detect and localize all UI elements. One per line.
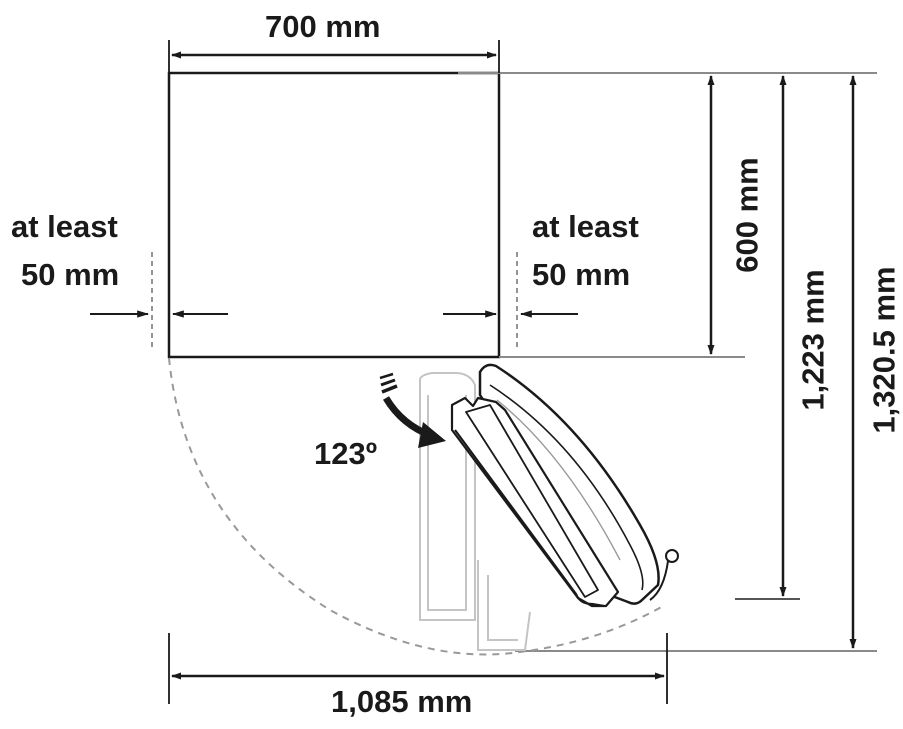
door-angle-label: 123º bbox=[314, 436, 378, 471]
left-clearance-line1: at least bbox=[11, 209, 118, 244]
width-label: 700 mm bbox=[265, 9, 381, 44]
right-clearance-line2: 50 mm bbox=[532, 257, 631, 292]
left-clearance-line2: 50 mm bbox=[21, 257, 120, 292]
appliance-outline bbox=[167, 71, 501, 359]
open-width-label: 1,085 mm bbox=[331, 684, 473, 719]
door-swing-arc bbox=[168, 357, 666, 656]
total-depth-label: 1,320.5 mm bbox=[866, 266, 902, 434]
right-clearance-line1: at least bbox=[532, 209, 639, 244]
interior-drawers bbox=[419, 372, 531, 651]
rotation-arrow bbox=[379, 372, 446, 448]
open-depth-label: 1,223 mm bbox=[795, 269, 831, 411]
depth-label: 600 mm bbox=[729, 157, 765, 273]
open-door bbox=[450, 363, 679, 608]
